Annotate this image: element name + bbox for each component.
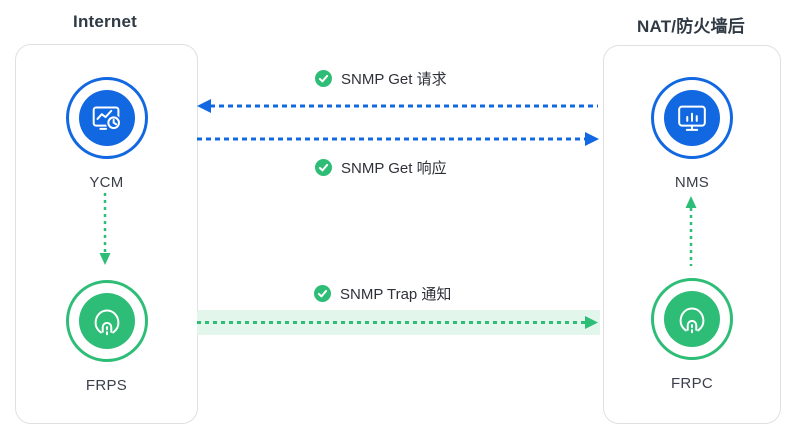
check-circle-icon <box>315 70 332 87</box>
flow-label-snmp-get-response: SNMP Get 响应 <box>315 157 447 178</box>
monitor-chart-icon <box>92 106 121 131</box>
node-ring <box>651 77 733 159</box>
check-circle-icon <box>314 285 331 302</box>
tunnel-proxy-icon <box>94 309 119 336</box>
node-label-frps: FRPS <box>85 377 128 394</box>
node-disc <box>664 291 720 347</box>
internet-panel: YCM FRPS <box>15 44 198 424</box>
zone-title-nat: NAT/防火墙后 <box>637 17 745 36</box>
node-label-frpc: FRPC <box>670 375 714 392</box>
node-ring <box>65 280 148 362</box>
node-label-ycm: YCM <box>89 174 124 191</box>
arrowhead-left <box>197 99 211 113</box>
node-ring <box>65 77 148 159</box>
trap-highlight-band <box>197 310 600 335</box>
node-disc <box>78 90 135 146</box>
flow-label-text: SNMP Get 响应 <box>341 160 447 177</box>
monitor-bars-icon <box>678 105 706 131</box>
nat-panel: NMS FRPC <box>603 45 781 424</box>
flow-label-snmp-get-request: SNMP Get 请求 <box>315 68 447 89</box>
node-nms: NMS <box>651 77 733 191</box>
flow-label-snmp-trap: SNMP Trap 通知 <box>314 283 451 304</box>
arrowhead-right <box>585 132 599 146</box>
node-ycm: YCM <box>65 77 148 191</box>
node-disc <box>664 90 720 146</box>
node-frpc: FRPC <box>651 278 733 392</box>
arrowhead-right <box>585 316 598 329</box>
node-disc <box>78 293 135 349</box>
tunnel-proxy-icon <box>679 307 705 334</box>
flow-label-text: SNMP Get 请求 <box>341 71 447 88</box>
node-ring <box>651 278 733 360</box>
node-frps: FRPS <box>65 280 148 394</box>
flow-label-text: SNMP Trap 通知 <box>340 286 452 303</box>
check-circle-icon <box>315 159 332 176</box>
node-label-nms: NMS <box>674 174 710 191</box>
zone-title-internet: Internet <box>73 12 137 31</box>
